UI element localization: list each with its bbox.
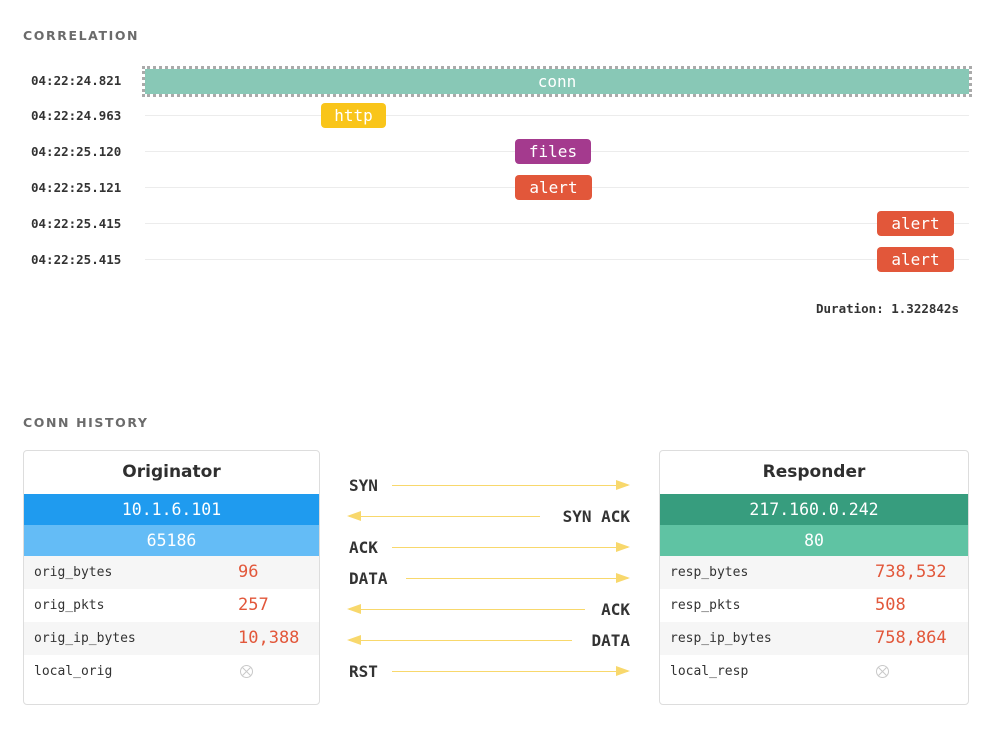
arrow-right-icon <box>392 666 630 676</box>
x-circle-icon <box>240 665 253 678</box>
alert-event-bar[interactable]: alert <box>877 211 954 236</box>
arrow-left-icon <box>347 604 585 614</box>
timeline-row: 04:22:25.415 alert <box>0 206 1004 242</box>
stat-label: resp_pkts <box>670 598 741 613</box>
alert-event-bar[interactable]: alert <box>515 175 592 200</box>
handshake-label: ACK <box>349 538 378 557</box>
responder-card: Responder 217.160.0.242 80 resp_bytes 73… <box>659 450 969 705</box>
files-event-bar[interactable]: files <box>515 139 591 164</box>
originator-ip: 10.1.6.101 <box>24 494 319 525</box>
handshake-row: DATA <box>340 563 640 594</box>
stat-row: local_orig <box>24 655 319 688</box>
conn-history-title: CONN HISTORY <box>23 415 149 430</box>
responder-port: 80 <box>660 525 968 556</box>
stat-label: resp_bytes <box>670 565 749 580</box>
timeline-row: 04:22:25.415 alert <box>0 242 1004 278</box>
x-circle-icon <box>876 665 889 678</box>
stat-row: orig_bytes 96 <box>24 556 319 589</box>
handshake-row: RST <box>340 656 640 687</box>
stat-row: orig_ip_bytes 10,388 <box>24 622 319 655</box>
handshake-label: DATA <box>591 631 630 650</box>
handshake-label: DATA <box>349 569 388 588</box>
arrow-left-icon <box>347 511 540 521</box>
timeline-timestamp: 04:22:25.121 <box>31 180 122 195</box>
handshake-row: ACK <box>340 532 640 563</box>
stat-row: local_resp <box>660 655 968 688</box>
stat-label: resp_ip_bytes <box>670 631 772 646</box>
local-orig-label: local_orig <box>34 664 113 679</box>
stat-value: 508 <box>875 595 906 615</box>
timeline-timestamp: 04:22:24.821 <box>31 73 122 88</box>
timeline-row: 04:22:25.121 alert <box>0 170 1004 206</box>
handshake-row: DATA <box>340 625 640 656</box>
handshake-row: SYN <box>340 470 640 501</box>
handshake-label: ACK <box>601 600 630 619</box>
timeline-gridline <box>145 223 969 224</box>
handshake-label: RST <box>349 662 378 681</box>
arrow-left-icon <box>347 635 572 645</box>
arrow-right-icon <box>392 542 630 552</box>
http-event-bar[interactable]: http <box>321 103 386 128</box>
conn-event-bar[interactable]: conn <box>142 66 972 97</box>
handshake-label: SYN <box>349 476 378 495</box>
responder-ip: 217.160.0.242 <box>660 494 968 525</box>
alert-event-bar[interactable]: alert <box>877 247 954 272</box>
timeline-row: 04:22:24.963 http <box>0 98 1004 134</box>
timeline-gridline <box>145 259 969 260</box>
handshake-row: ACK <box>340 594 640 625</box>
responder-title: Responder <box>762 462 866 482</box>
stat-label: orig_ip_bytes <box>34 631 136 646</box>
stat-value: 257 <box>238 595 269 615</box>
stat-value: 10,388 <box>238 628 300 648</box>
stat-value: 738,532 <box>875 562 947 582</box>
timeline-gridline <box>145 115 969 116</box>
stat-value: 96 <box>238 562 259 582</box>
timeline-row: 04:22:24.821 conn <box>0 63 1004 99</box>
stat-row: orig_pkts 257 <box>24 589 319 622</box>
handshake-row: SYN ACK <box>340 501 640 532</box>
timeline-row: 04:22:25.120 files <box>0 134 1004 170</box>
handshake-label: SYN ACK <box>562 507 630 526</box>
originator-title: Originator <box>122 462 221 482</box>
arrow-right-icon <box>406 573 630 583</box>
arrow-right-icon <box>392 480 630 490</box>
local-resp-label: local_resp <box>670 664 749 679</box>
originator-port: 65186 <box>24 525 319 556</box>
timeline-timestamp: 04:22:25.120 <box>31 144 122 159</box>
timeline-timestamp: 04:22:24.963 <box>31 108 122 123</box>
timeline-timestamp: 04:22:25.415 <box>31 252 122 267</box>
duration-text: Duration: 1.322842s <box>816 301 959 316</box>
stat-value: 758,864 <box>875 628 947 648</box>
stat-label: orig_bytes <box>34 565 113 580</box>
stat-row: resp_bytes 738,532 <box>660 556 968 589</box>
timeline-timestamp: 04:22:25.415 <box>31 216 122 231</box>
stat-label: orig_pkts <box>34 598 105 613</box>
correlation-title: CORRELATION <box>23 28 140 43</box>
stat-row: resp_pkts 508 <box>660 589 968 622</box>
stat-row: resp_ip_bytes 758,864 <box>660 622 968 655</box>
originator-card: Originator 10.1.6.101 65186 orig_bytes 9… <box>23 450 320 705</box>
